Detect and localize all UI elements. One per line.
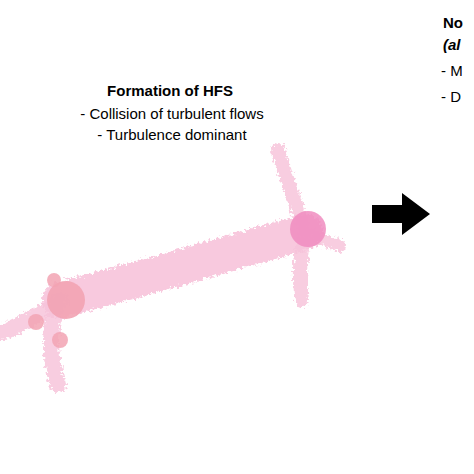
- hub-blob: [47, 273, 61, 287]
- process-arrow: [372, 193, 430, 235]
- bullet-note: - D: [441, 88, 461, 106]
- hub-blob: [52, 332, 68, 348]
- heading: Formation of HFS: [107, 82, 233, 100]
- hub-blob: [290, 211, 326, 247]
- bullet-note: - Collision of turbulent flows: [80, 105, 263, 123]
- bullet-note: - Turbulence dominant: [97, 126, 246, 144]
- main-filament: [60, 232, 305, 300]
- block-arrow: [372, 193, 430, 235]
- panel-heading: No: [443, 14, 463, 32]
- hubs: [28, 211, 326, 348]
- hub-blob: [28, 314, 44, 330]
- bullet-note: - M: [441, 62, 463, 80]
- filament-network: [4, 150, 340, 385]
- panel-heading: (al: [443, 36, 461, 54]
